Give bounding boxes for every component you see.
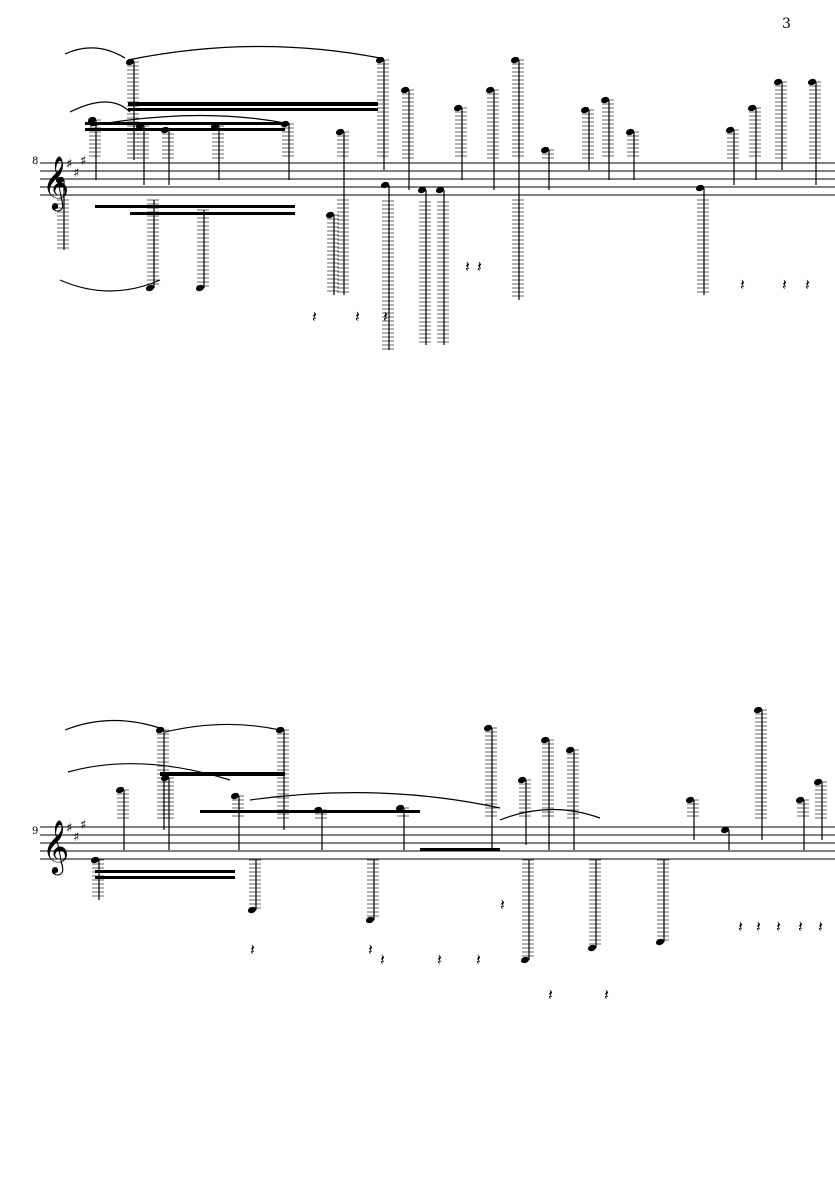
note-head xyxy=(395,804,405,812)
svg-text:𝄽: 𝄽 xyxy=(476,950,481,969)
svg-text:𝄽: 𝄽 xyxy=(477,257,482,276)
svg-text:𝄽: 𝄽 xyxy=(465,257,470,276)
svg-text:𝄽: 𝄽 xyxy=(383,307,388,326)
svg-text:𝄽: 𝄽 xyxy=(776,917,781,936)
note-head xyxy=(160,774,170,782)
note-head xyxy=(540,146,550,154)
note-head xyxy=(540,736,550,744)
note-head xyxy=(695,184,705,192)
note-head xyxy=(795,796,805,804)
note-head xyxy=(87,116,97,124)
note-head xyxy=(725,126,735,134)
note-head xyxy=(720,826,730,834)
svg-text:𝄽: 𝄽 xyxy=(798,917,803,936)
rests: 𝄽 𝄽 𝄽 𝄽 𝄽 𝄽 𝄽 𝄽 xyxy=(312,257,810,326)
beams xyxy=(85,102,378,215)
key-signature-icon: ♯♯♯ xyxy=(66,154,86,181)
svg-text:𝄽: 𝄽 xyxy=(740,275,745,294)
note-head xyxy=(195,284,205,292)
note-head xyxy=(375,56,385,64)
note-head xyxy=(453,104,463,112)
note-head xyxy=(520,956,530,964)
note-head xyxy=(155,726,165,734)
note-head xyxy=(565,746,575,754)
treble-clef-icon: 𝄞 xyxy=(42,819,69,875)
note-head xyxy=(655,938,665,946)
page-number: 3 xyxy=(782,16,791,32)
svg-text:𝄽: 𝄽 xyxy=(437,950,442,969)
svg-text:𝄽: 𝄽 xyxy=(500,895,505,914)
note-head xyxy=(55,176,65,184)
svg-text:𝄽: 𝄽 xyxy=(355,307,360,326)
svg-text:♯: ♯ xyxy=(66,157,72,172)
note-head xyxy=(747,104,757,112)
note-head xyxy=(685,796,695,804)
note-head xyxy=(485,86,495,94)
note-head xyxy=(230,792,240,800)
svg-text:𝄽: 𝄽 xyxy=(756,917,761,936)
note-head xyxy=(365,916,375,924)
measure-number: 9 xyxy=(32,826,39,837)
svg-text:𝄽: 𝄽 xyxy=(312,307,317,326)
svg-text:𝄽: 𝄽 xyxy=(548,985,553,1004)
svg-text:♯: ♯ xyxy=(66,821,72,836)
note-head xyxy=(90,856,100,864)
note-head xyxy=(435,186,445,194)
note-head xyxy=(600,96,610,104)
svg-text:𝄽: 𝄽 xyxy=(380,950,385,969)
note-head xyxy=(587,944,597,952)
svg-text:♯: ♯ xyxy=(80,818,86,833)
staff-lines xyxy=(40,826,835,860)
note-heads xyxy=(55,56,817,292)
note-head xyxy=(417,186,427,194)
rests: 𝄽 𝄽 𝄽 𝄽 𝄽 𝄽 𝄽 𝄽 𝄽 𝄽 𝄽 𝄽 𝄽 xyxy=(250,895,823,1004)
note-head xyxy=(580,106,590,114)
note-head xyxy=(115,786,125,794)
treble-clef-icon: 𝄞 xyxy=(42,155,69,211)
note-head xyxy=(380,181,390,189)
note-head xyxy=(773,78,783,86)
slurs xyxy=(64,719,601,821)
note-head xyxy=(517,776,527,784)
note-head xyxy=(125,58,135,66)
note-head xyxy=(807,78,817,86)
svg-text:𝄽: 𝄽 xyxy=(368,940,373,959)
note-head xyxy=(325,211,335,219)
note-head xyxy=(145,284,155,292)
slurs xyxy=(59,45,381,292)
note-head xyxy=(247,906,257,914)
svg-text:𝄽: 𝄽 xyxy=(782,275,787,294)
music-system: 𝄞 ♯♯♯ 𝄽𝄽𝄽 𝄽𝄽 𝄽𝄽𝄽 xyxy=(40,45,835,350)
note-head xyxy=(510,56,520,64)
note-head xyxy=(335,128,345,136)
note-head xyxy=(400,86,410,94)
beams xyxy=(95,772,500,879)
note-head xyxy=(813,778,823,786)
svg-text:♯: ♯ xyxy=(80,154,86,169)
svg-text:𝄽: 𝄽 xyxy=(250,940,255,959)
key-signature-icon: ♯♯♯ xyxy=(66,818,86,845)
svg-text:𝄽: 𝄽 xyxy=(604,985,609,1004)
note-head xyxy=(483,724,493,732)
svg-text:𝄽: 𝄽 xyxy=(805,275,810,294)
measure-number: 8 xyxy=(32,156,39,167)
music-system: 𝄞 ♯♯♯ 𝄽𝄽𝄽 𝄽𝄽𝄽 𝄽𝄽 𝄽𝄽𝄽 𝄽𝄽 xyxy=(40,706,835,1004)
note-head xyxy=(753,706,763,714)
svg-text:♯: ♯ xyxy=(73,830,79,845)
ledger-stems xyxy=(57,59,821,350)
svg-text:♯: ♯ xyxy=(73,166,79,181)
note-head xyxy=(275,726,285,734)
svg-text:𝄽: 𝄽 xyxy=(738,917,743,936)
svg-text:𝄽: 𝄽 xyxy=(818,917,823,936)
note-head xyxy=(625,128,635,136)
